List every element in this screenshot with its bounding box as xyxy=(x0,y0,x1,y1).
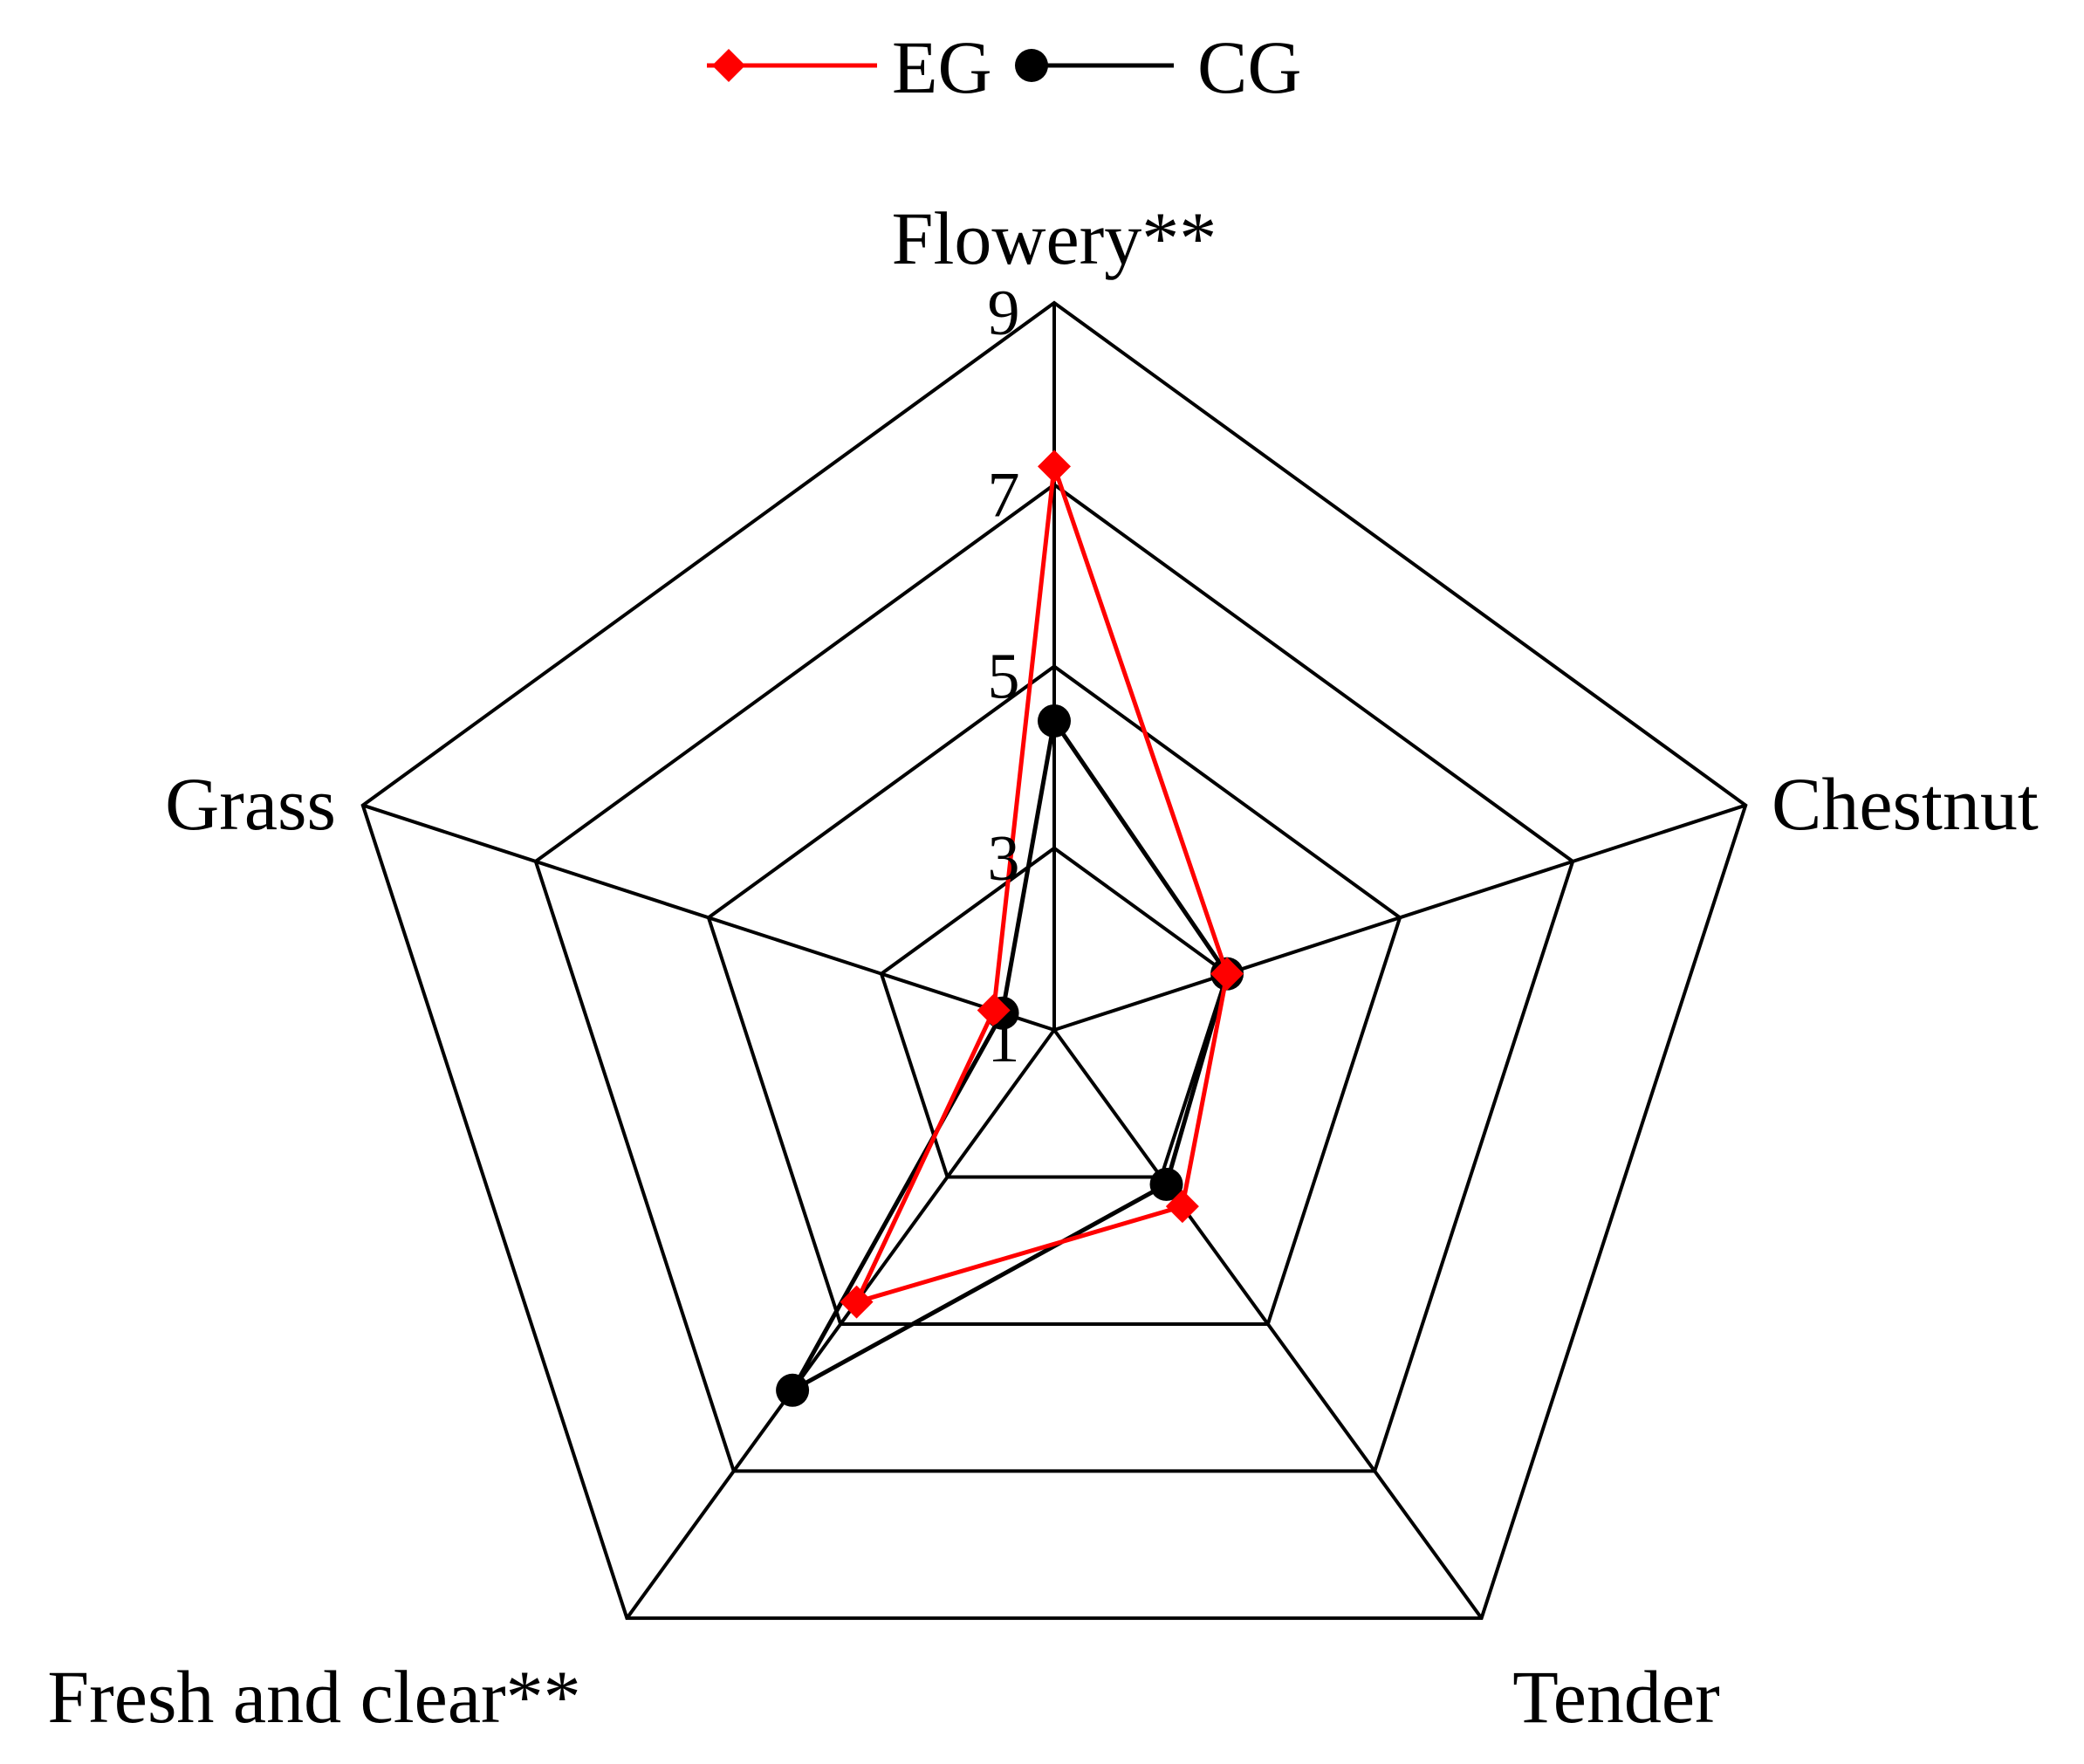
axis-label: Chestnut xyxy=(1772,762,2039,846)
tick-label: 1 xyxy=(988,1005,1020,1076)
legend-label-cg: CG xyxy=(1197,25,1301,109)
legend-label-eg: EG xyxy=(892,25,992,109)
tick-label: 5 xyxy=(988,642,1020,713)
axis-label: Grass xyxy=(165,762,336,846)
axis-spoke xyxy=(1052,1028,1484,1620)
grid-ring-7 xyxy=(533,482,1575,1473)
tick-label: 7 xyxy=(988,459,1020,531)
series-line-eg xyxy=(852,465,1230,1306)
series-line-cg xyxy=(786,715,1230,1397)
data-point-eg xyxy=(1165,1190,1199,1224)
legend: EG CG xyxy=(707,25,1301,109)
axis-label: Fresh and clear** xyxy=(47,1655,580,1739)
axis-label: Tender xyxy=(1512,1655,1720,1739)
data-point-eg xyxy=(840,1285,874,1319)
legend-marker-eg xyxy=(712,49,745,82)
tick-label: 9 xyxy=(988,278,1020,349)
axis-label: Flowery** xyxy=(892,196,1217,280)
axis-spoke xyxy=(1053,803,1746,1032)
radar-series xyxy=(776,450,1244,1407)
axis-spoke xyxy=(625,1028,1056,1620)
grid-ring-9 xyxy=(360,300,1748,1620)
radar-grid xyxy=(360,300,1748,1620)
grid-ring-3 xyxy=(879,846,1230,1179)
data-point-eg xyxy=(1210,957,1244,991)
grid-ring-5 xyxy=(706,664,1402,1326)
data-point-eg xyxy=(1038,450,1071,484)
data-point-cg xyxy=(1038,704,1071,738)
data-point-eg xyxy=(977,993,1011,1027)
data-point-cg xyxy=(1149,1167,1183,1201)
tick-label: 3 xyxy=(988,823,1020,895)
legend-marker-cg xyxy=(1015,49,1048,82)
axis-spoke xyxy=(362,803,1055,1032)
data-point-cg xyxy=(776,1373,810,1407)
